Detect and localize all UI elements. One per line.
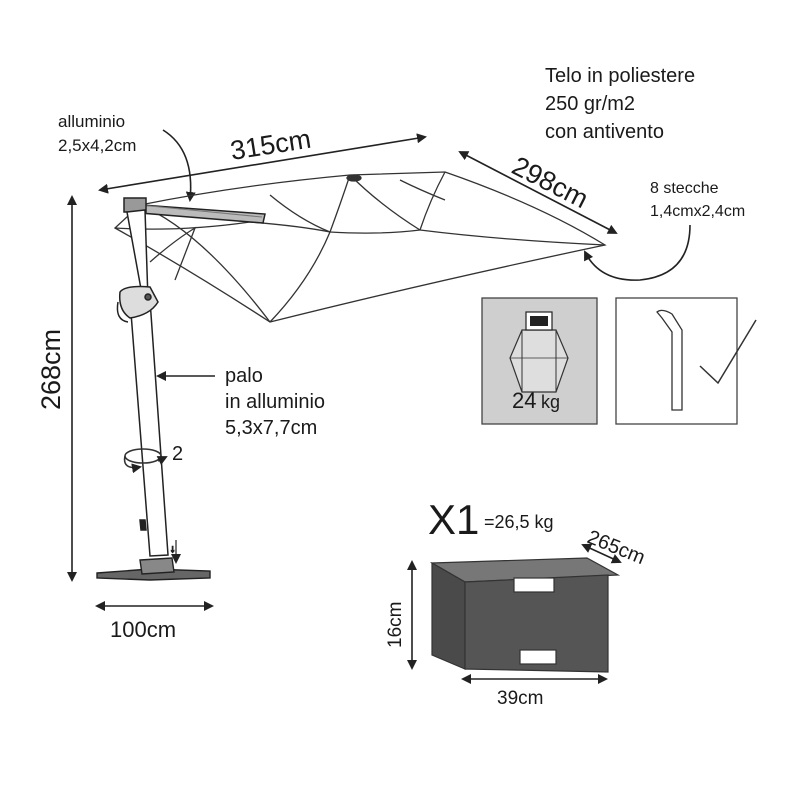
ribs-callout-arrow	[584, 224, 691, 281]
ribs-size: 1,4cmx2,4cm	[650, 203, 745, 220]
fabric-line-2: 250 gr/m2	[545, 93, 635, 115]
base-width-label: 100cm	[110, 617, 176, 642]
fabric-line-3: con antivento	[545, 121, 664, 143]
canopy-width-label: 315cm	[228, 124, 313, 166]
package-box	[429, 557, 621, 673]
weight-plate-number: 24	[512, 388, 536, 413]
package-height-label: 16cm	[385, 602, 406, 648]
umbrella-base: ↓	[96, 540, 211, 581]
package-length-arrow	[581, 543, 622, 564]
package-quantity: X1	[428, 496, 479, 543]
weight-plate-unit: kg	[541, 392, 560, 412]
arm-size: 2,5x4,2cm	[58, 136, 136, 155]
svg-text:↓: ↓	[170, 544, 175, 555]
package-weight: =26,5 kg	[484, 512, 554, 532]
fabric-line-1: Telo in poliestere	[545, 65, 695, 87]
crank-inset	[615, 297, 757, 425]
pole-label-1: palo	[225, 365, 263, 387]
height-label: 268cm	[36, 329, 66, 410]
package-width-label: 39cm	[497, 688, 543, 709]
rotation-label: 2	[172, 443, 183, 465]
canopy-depth-arrow	[458, 151, 618, 234]
arm-label: alluminio	[58, 112, 125, 131]
weight-plate-inset	[481, 297, 598, 425]
rotation-arrow-icon	[123, 448, 168, 474]
pole-label-3: 5,3x7,7cm	[225, 417, 317, 439]
canopy-outline	[113, 171, 607, 323]
umbrella-pole	[116, 209, 169, 557]
canopy-depth-label: 298cm	[507, 151, 593, 215]
canopy-width-arrow	[98, 133, 427, 194]
ribs-label: 8 stecche	[650, 180, 719, 197]
arm-callout-arrow	[162, 129, 196, 202]
pole-label-2: in alluminio	[225, 391, 325, 413]
